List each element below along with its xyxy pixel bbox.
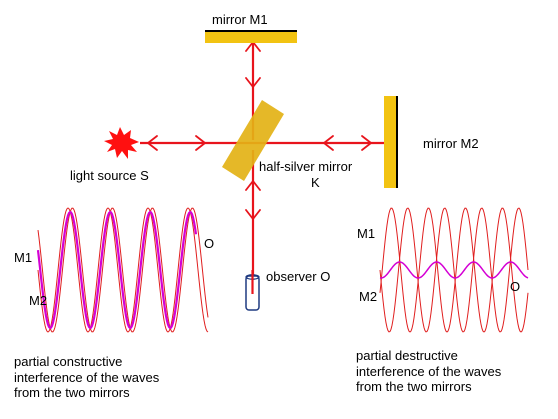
wave-sum [36, 210, 198, 330]
light-beams [140, 38, 384, 276]
right-caption-line: partial destructive [356, 348, 458, 363]
left-m2-label: M2 [29, 293, 48, 308]
arrow-down-icon [245, 209, 261, 220]
arrow-up-icon [245, 180, 261, 191]
mirror-m2-label: mirror M2 [423, 136, 479, 151]
right-caption-line: from the two mirrors [356, 379, 472, 394]
mirror-m1 [205, 30, 297, 43]
light-source-label: light source S [70, 168, 149, 183]
right-m2-label: M2 [359, 289, 378, 304]
arrow-left-icon [323, 135, 334, 151]
mirror-m1-label: mirror M1 [212, 12, 268, 27]
half-silver-mirror-label: half-silver mirror [259, 159, 353, 174]
left-caption: partial constructive interference of the… [14, 354, 159, 401]
arrow-down-icon [245, 77, 261, 88]
left-m1-label: M1 [14, 250, 33, 265]
destructive-interference-waves [379, 207, 529, 333]
right-o-label: O [510, 279, 521, 294]
arrow-right-icon [195, 135, 206, 151]
eye-tube-icon [245, 270, 260, 311]
wave-m1 [37, 207, 209, 333]
observer-label: observer O [266, 269, 331, 284]
wave-m1 [379, 207, 529, 333]
left-caption-line: from the two mirrors [14, 385, 130, 400]
right-caption: partial destructive interference of the … [356, 348, 501, 395]
arrow-left-icon [147, 135, 158, 151]
half-silver-mirror [222, 100, 284, 181]
left-o-label: O [204, 236, 215, 251]
constructive-interference-waves [36, 207, 209, 333]
mirror-m2 [384, 96, 398, 188]
half-silver-mirror-k-label: K [311, 175, 320, 190]
wave-sum [379, 261, 529, 279]
burst-star-icon [104, 127, 139, 159]
arrow-right-icon [361, 135, 372, 151]
left-caption-line: partial constructive [14, 354, 123, 369]
wave-m2 [37, 207, 209, 333]
right-m1-label: M1 [357, 226, 376, 241]
right-caption-line: interference of the waves [356, 363, 502, 379]
wave-m2 [379, 207, 529, 333]
left-caption-line: interference of the waves [14, 369, 160, 385]
